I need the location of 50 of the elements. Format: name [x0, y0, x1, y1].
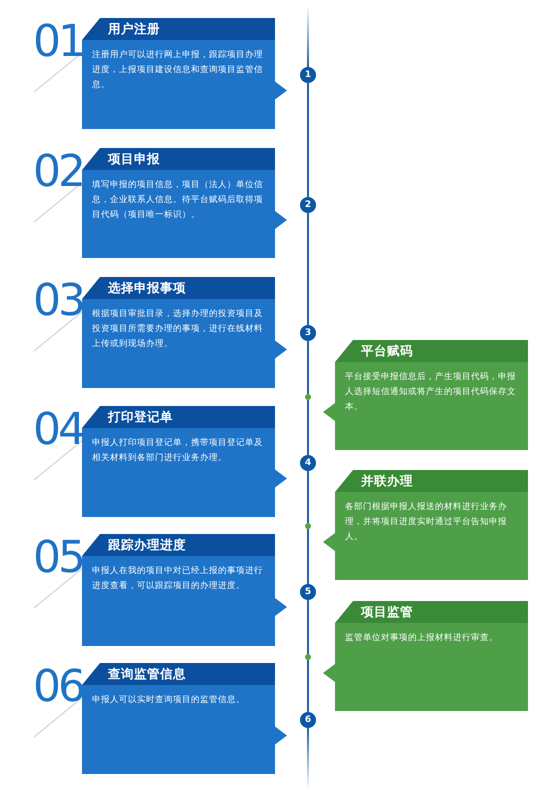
step-number: 01 — [33, 20, 83, 64]
step-number: 03 — [33, 279, 83, 323]
card-title: 用户注册 — [108, 20, 160, 38]
timeline-segment — [307, 400, 309, 455]
timeline-dot — [305, 394, 311, 400]
card-title: 查询监管信息 — [108, 665, 186, 683]
card-description: 注册用户可以进行网上申报，跟踪项目办理进度，上报项目建设信息和查询项目监管信息。 — [92, 49, 264, 92]
step-card — [82, 663, 287, 774]
card-title: 项目监管 — [361, 603, 413, 621]
step-card — [82, 406, 287, 517]
step-number: 04 — [33, 408, 83, 452]
card-description: 平台接受申报信息后，产生项目代码，申报人选择短信通知或将产生的项目代码保存文本。 — [345, 370, 517, 414]
timeline-dot — [305, 654, 311, 660]
card-description: 申报人在我的项目中对已经上报的事项进行进度查看，可以跟踪项目的办理进度。 — [92, 565, 264, 593]
step-card — [82, 534, 287, 646]
card-description: 申报人打印项目登记单，携带项目登记单及相关材料到各部门进行业务办理。 — [92, 437, 264, 465]
step-marker: 5 — [300, 584, 316, 600]
card-title: 项目申报 — [108, 150, 160, 168]
process-card — [323, 340, 528, 450]
card-title: 跟踪办理进度 — [108, 536, 186, 554]
card-title: 选择申报事项 — [108, 279, 186, 297]
card-title: 平台赋码 — [361, 342, 413, 360]
step-number: 05 — [33, 536, 83, 580]
step-card — [82, 148, 287, 258]
card-description: 申报人可以实时查询项目的监管信息。 — [92, 694, 246, 707]
card-description: 根据项目审批目录，选择办理的投资项目及投资项目所需要办理的事项，进行在线材料上传或到现场办理。 — [92, 308, 264, 351]
step-number: 02 — [33, 150, 83, 194]
timeline-segment — [307, 660, 309, 712]
step-marker: 2 — [300, 197, 316, 213]
step-marker: 1 — [300, 67, 316, 83]
step-card — [82, 277, 287, 388]
card-description: 监管单位对事项的上报材料进行审查。 — [345, 632, 499, 645]
process-card — [323, 601, 528, 711]
step-card — [82, 18, 287, 129]
timeline-segment — [307, 213, 309, 325]
timeline-segment — [307, 341, 309, 394]
timeline-segment — [307, 83, 309, 197]
step-number: 06 — [33, 665, 83, 709]
timeline-segment — [307, 471, 309, 523]
card-description: 填写申报的项目信息，项目（法人）单位信息，企业联系人信息。待平台赋码后取得项目代码（项目唯一标识）。 — [92, 179, 264, 222]
process-card — [323, 470, 528, 580]
timeline-segment — [307, 600, 309, 654]
step-marker: 6 — [300, 712, 316, 728]
card-description: 各部门根据申报人报送的材料进行业务办理，并将项目进度实时通过平台告知申报人。 — [345, 500, 508, 544]
card-title: 打印登记单 — [108, 408, 173, 426]
step-marker: 3 — [300, 325, 316, 341]
step-marker: 4 — [300, 455, 316, 471]
card-title: 并联办理 — [361, 472, 413, 490]
timeline-dot — [305, 523, 311, 529]
timeline-segment — [307, 529, 309, 584]
